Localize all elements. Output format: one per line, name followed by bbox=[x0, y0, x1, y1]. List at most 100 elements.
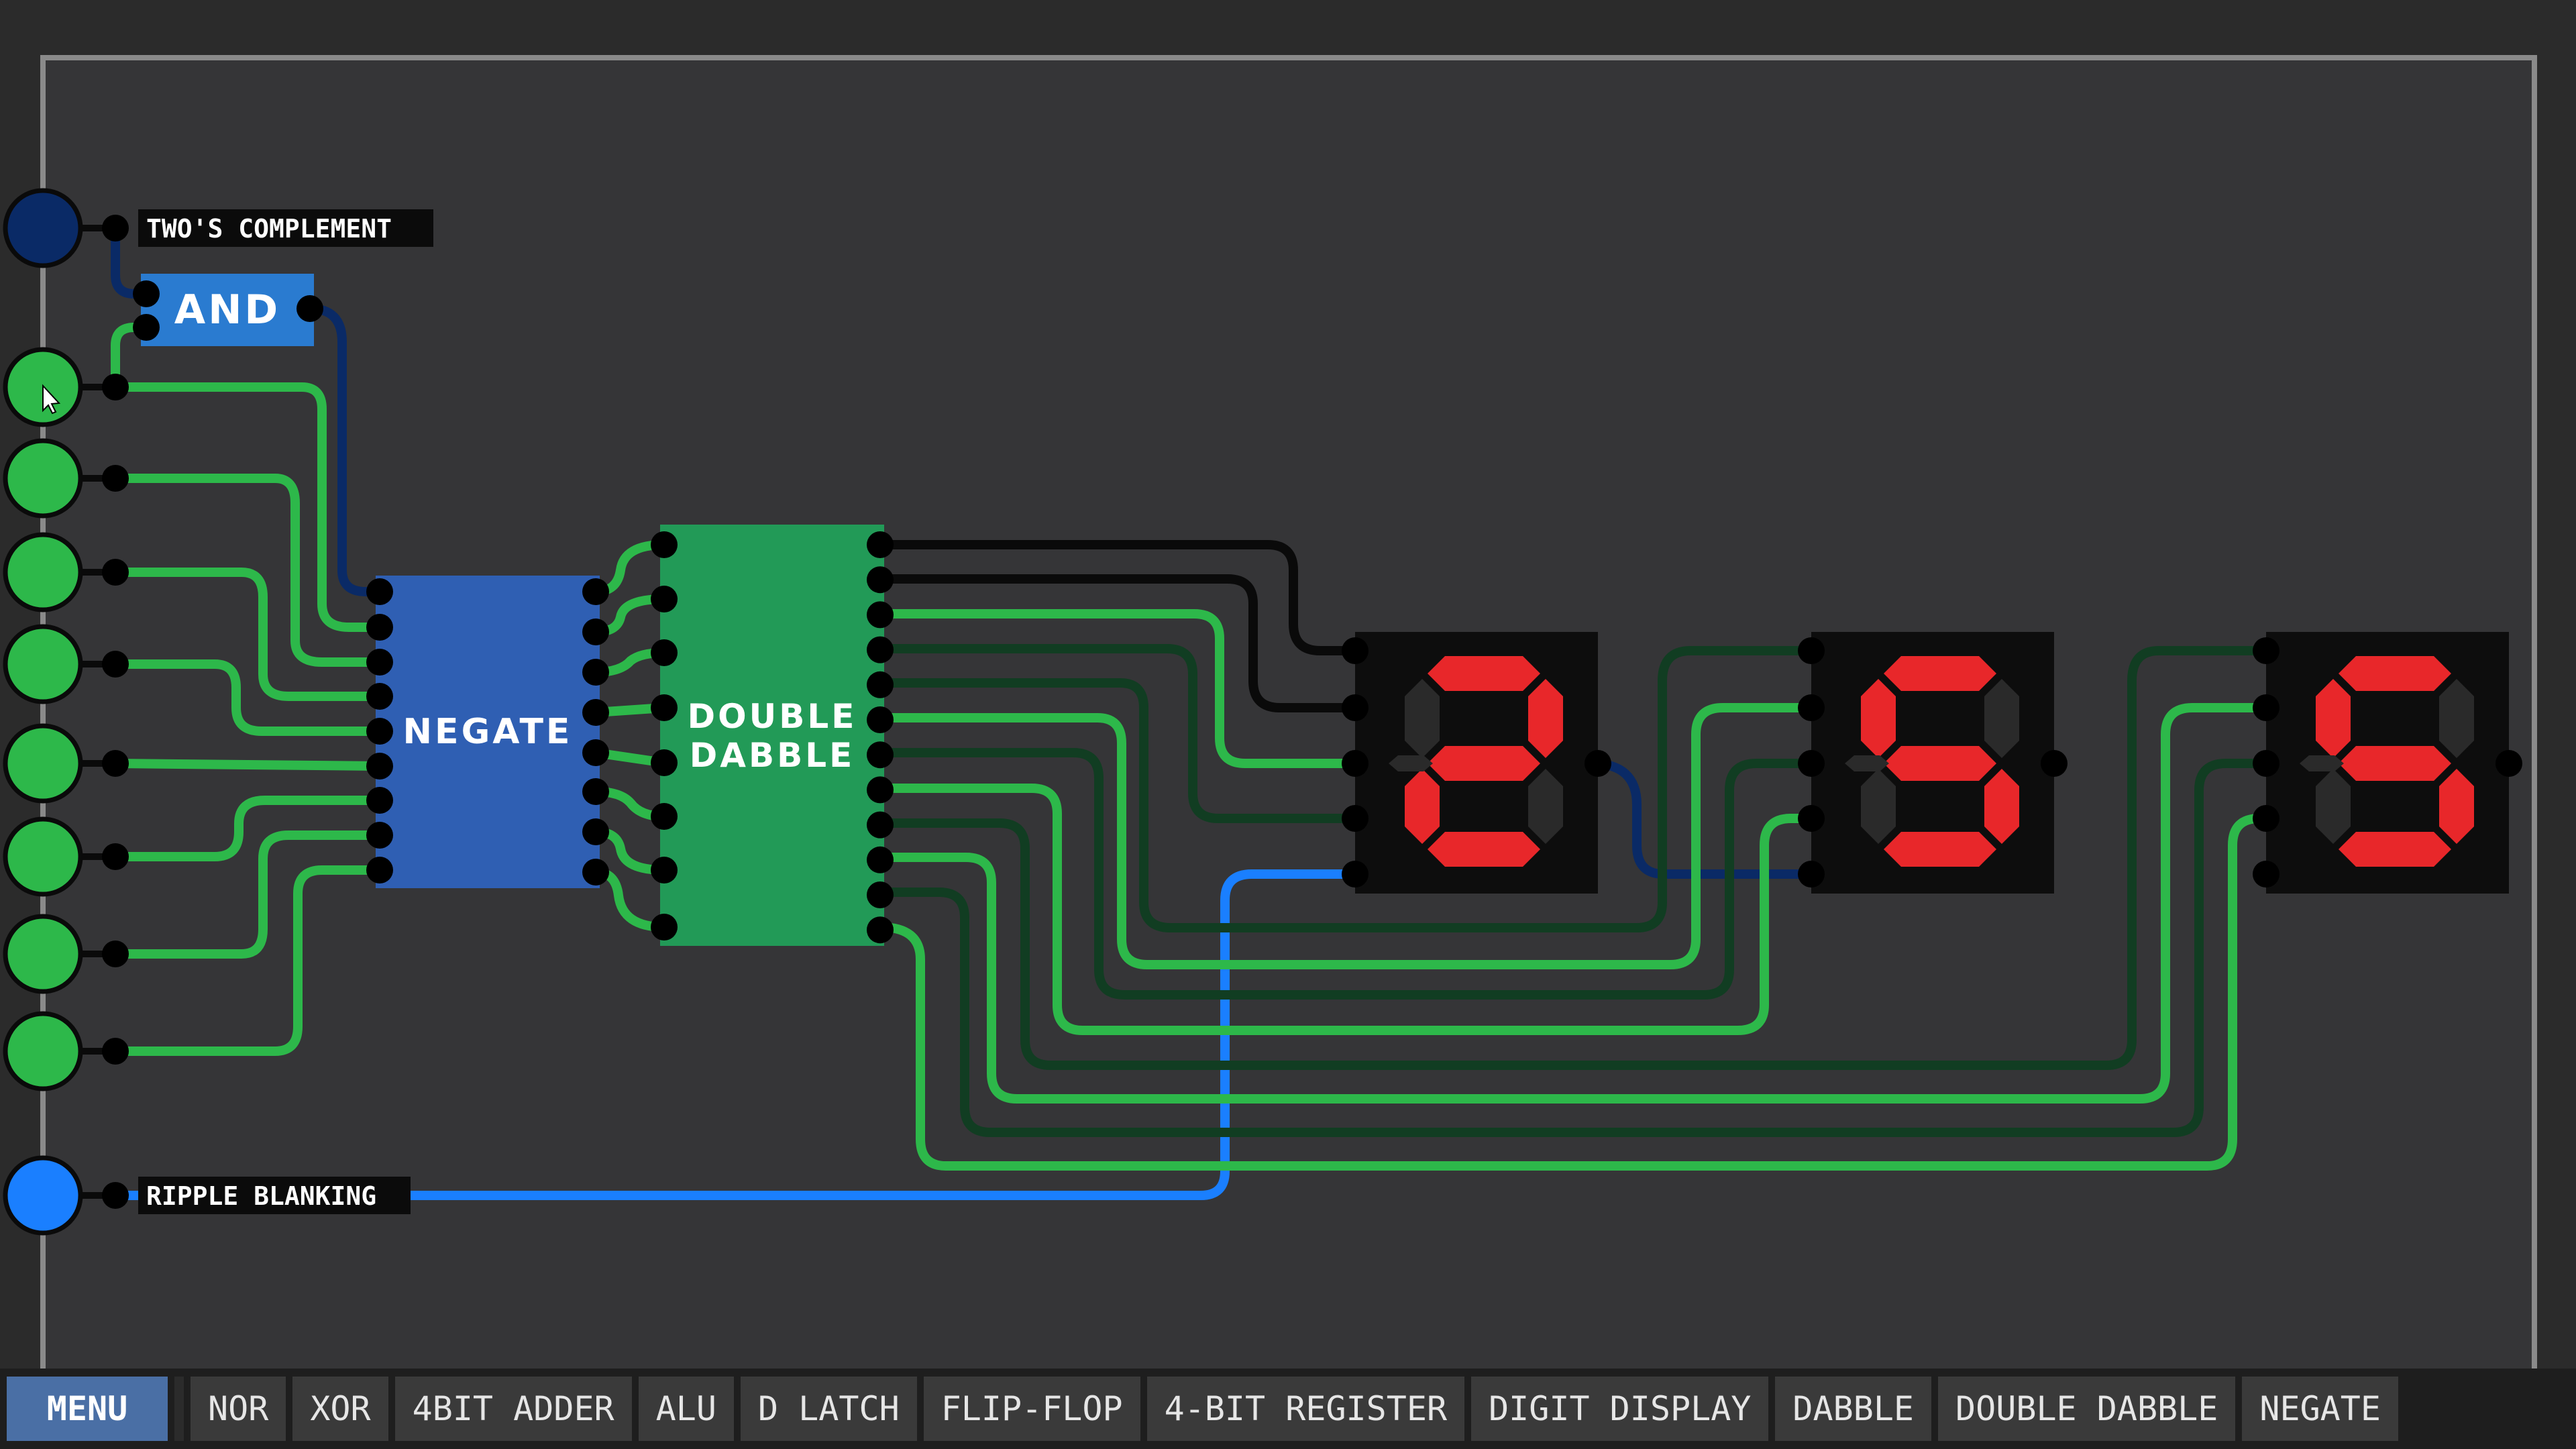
twos-complement-switch[interactable] bbox=[3, 188, 83, 268]
negate-pin-out-5 bbox=[582, 778, 609, 805]
double-dabble-pin-out-2 bbox=[867, 601, 894, 629]
toolbar-item-digit-display[interactable]: DIGIT DISPLAY bbox=[1471, 1377, 1769, 1441]
display-pin-in bbox=[1342, 694, 1368, 721]
double-dabble-pin-in-2 bbox=[651, 639, 678, 666]
negate-pin-in-7 bbox=[366, 822, 393, 849]
segment-a bbox=[2339, 656, 2451, 691]
and-gate[interactable] bbox=[141, 274, 314, 346]
toolbar-separator bbox=[174, 1377, 184, 1441]
double-dabble-pin-in-1 bbox=[651, 586, 678, 612]
segment-a bbox=[1884, 656, 1996, 691]
display-pin-in bbox=[1342, 637, 1368, 664]
wire-dd-d3-c bbox=[875, 759, 2271, 1137]
toolbar-item-nor[interactable]: NOR bbox=[191, 1377, 286, 1441]
ripple-blanking-label-bg bbox=[138, 1177, 411, 1214]
display-pin-in bbox=[1342, 750, 1368, 777]
digit-display-1[interactable] bbox=[1342, 632, 1611, 894]
segment-b bbox=[2439, 679, 2474, 758]
wire-and-to-negate bbox=[305, 304, 384, 596]
display-pin-in bbox=[2253, 637, 2279, 664]
segment-d bbox=[1884, 832, 1996, 867]
input-bit-1-switch[interactable] bbox=[3, 438, 83, 519]
wire-dd-d2-c bbox=[875, 748, 1816, 1000]
wire-in-3 bbox=[111, 568, 384, 701]
double-dabble-pin-out-11 bbox=[867, 916, 894, 944]
segment-g bbox=[2339, 746, 2451, 781]
input-bit-5-switch[interactable] bbox=[3, 816, 83, 897]
toolbar-item-alu[interactable]: ALU bbox=[638, 1377, 734, 1441]
segment-b bbox=[1984, 679, 2019, 758]
double-dabble-pin-in-0 bbox=[651, 531, 678, 558]
toolbar-item-4bit-adder[interactable]: 4BIT ADDER bbox=[394, 1377, 632, 1441]
twos-complement-label: TWO'S COMPLEMENT bbox=[146, 214, 392, 244]
display-pin-in bbox=[2253, 861, 2279, 888]
wire-dd-d2-d bbox=[875, 784, 1816, 1035]
negate-pin-out-7 bbox=[582, 859, 609, 885]
negate-pin-out-2 bbox=[582, 659, 609, 686]
double-dabble-pin-out-8 bbox=[867, 811, 894, 839]
display-pin-in bbox=[1798, 694, 1825, 721]
input-bit-2-switch[interactable] bbox=[3, 532, 83, 612]
input-bit-3-switch[interactable] bbox=[3, 624, 83, 704]
double-dabble-pin-out-3 bbox=[867, 636, 894, 663]
toolbar-item-flip-flop[interactable]: FLIP-FLOP bbox=[923, 1377, 1140, 1441]
toolbar-item-negate[interactable]: NEGATE bbox=[2242, 1377, 2398, 1441]
segment-b bbox=[1528, 679, 1563, 758]
wire-in-8 bbox=[111, 865, 384, 1056]
negate-pin-in-8 bbox=[366, 857, 393, 883]
digit-display-2[interactable] bbox=[1798, 632, 2068, 894]
negate-chip[interactable] bbox=[376, 576, 600, 888]
wire-d1-d2-ripple bbox=[1587, 759, 1816, 879]
wire-in-1 bbox=[111, 382, 384, 632]
display-pin-in bbox=[2253, 694, 2279, 721]
negate-pin-in-2 bbox=[366, 649, 393, 676]
toolbar-item-double-dabble[interactable]: DOUBLE DABBLE bbox=[1938, 1377, 2236, 1441]
double-dabble-pin-out-7 bbox=[867, 776, 894, 804]
wire-in-7 bbox=[111, 830, 384, 959]
digit-display-3[interactable] bbox=[2253, 632, 2522, 894]
negate-pin-in-3 bbox=[366, 683, 393, 710]
negate-pin-out-4 bbox=[582, 739, 609, 766]
wire-in-6 bbox=[111, 796, 384, 861]
segment-d bbox=[2339, 832, 2451, 867]
segment-f bbox=[1861, 679, 1896, 758]
double-dabble-pin-in-6 bbox=[651, 857, 678, 883]
double-dabble-pin-out-4 bbox=[867, 671, 894, 698]
display-pin-in bbox=[1798, 805, 1825, 832]
wire-in-2 bbox=[111, 474, 384, 667]
ripple-blanking-switch[interactable] bbox=[3, 1155, 83, 1236]
double-dabble-pin-out-5 bbox=[867, 706, 894, 733]
double-dabble-pin-in-7 bbox=[651, 914, 678, 941]
double-dabble-pin-out-0 bbox=[867, 531, 894, 558]
negate-pin-in-1 bbox=[366, 614, 393, 641]
and-pin-in-b bbox=[133, 314, 160, 341]
input-bit-6-switch[interactable] bbox=[3, 914, 83, 994]
toolbar-item-xor[interactable]: XOR bbox=[292, 1377, 388, 1441]
toolbar-item-d-latch[interactable]: D LATCH bbox=[740, 1377, 917, 1441]
double-dabble-chip[interactable] bbox=[660, 525, 884, 946]
segment-f bbox=[1405, 679, 1440, 758]
double-dabble-pin-in-4 bbox=[651, 749, 678, 776]
toolbar: MENU NOR XOR 4BIT ADDER ALU D LATCH FLIP… bbox=[0, 1368, 2576, 1449]
ripple-blanking-switch-pin bbox=[102, 1182, 129, 1209]
menu-button[interactable]: MENU bbox=[7, 1377, 168, 1441]
segment-c bbox=[1984, 769, 2019, 844]
double-dabble-pin-in-3 bbox=[651, 694, 678, 721]
toolbar-item-4-bit-register[interactable]: 4-BIT REGISTER bbox=[1146, 1377, 1465, 1441]
negate-pin-out-0 bbox=[582, 578, 609, 605]
twos-complement-switch-pin bbox=[102, 215, 129, 241]
segment-e bbox=[1861, 769, 1896, 844]
toolbar-item-dabble[interactable]: DABBLE bbox=[1775, 1377, 1932, 1441]
display-pin-in bbox=[1798, 861, 1825, 888]
segment-f bbox=[2316, 679, 2351, 758]
wire-dd-d1-c bbox=[875, 609, 1360, 768]
input-bit-1-switch-pin bbox=[102, 465, 129, 492]
input-bit-4-switch[interactable] bbox=[3, 723, 83, 804]
wire-dd-d3-a bbox=[875, 646, 2271, 1070]
negate-chip-label: NEGATE bbox=[403, 712, 573, 752]
minus-segment bbox=[1389, 755, 1433, 771]
display-pin-in bbox=[2253, 805, 2279, 832]
input-bit-7-switch[interactable] bbox=[3, 1011, 83, 1091]
input-bit-3-switch-pin bbox=[102, 651, 129, 678]
